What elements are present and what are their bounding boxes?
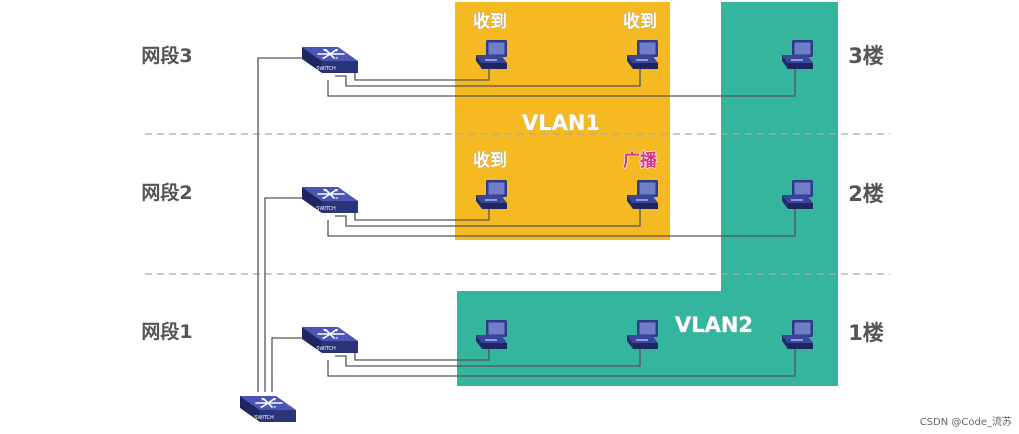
floor-label-2: 2楼 [848,182,884,206]
svg-text:SWITCH: SWITCH [316,66,336,72]
pc-tag-received: 收到 [473,11,507,32]
vlan2-label: VLAN2 [675,313,753,337]
pc-tag-broadcast: 广播 [623,150,658,171]
floor-separators [145,133,890,275]
switch-icon: SWITCH [239,395,297,423]
switch-icon: SWITCH [301,186,359,214]
segment-label-1: 网段1 [141,320,192,343]
pc-tag-received: 收到 [623,11,657,32]
vlan1-label: VLAN1 [522,111,600,135]
trunk-cables [257,57,304,392]
segment-label-2: 网段2 [141,181,192,204]
floor-label-1: 1楼 [848,321,884,345]
switch-icon: SWITCH [301,326,359,354]
segment-label-3: 网段3 [141,44,192,67]
switch-icon: SWITCH [301,46,359,74]
pc-tag-received: 收到 [473,150,507,171]
floor-label-3: 3楼 [848,44,884,68]
svg-text:SWITCH: SWITCH [316,346,336,352]
footer-credit: CSDN @Code_流苏 [920,415,1012,428]
svg-text:SWITCH: SWITCH [254,415,274,421]
svg-text:SWITCH: SWITCH [316,206,336,212]
